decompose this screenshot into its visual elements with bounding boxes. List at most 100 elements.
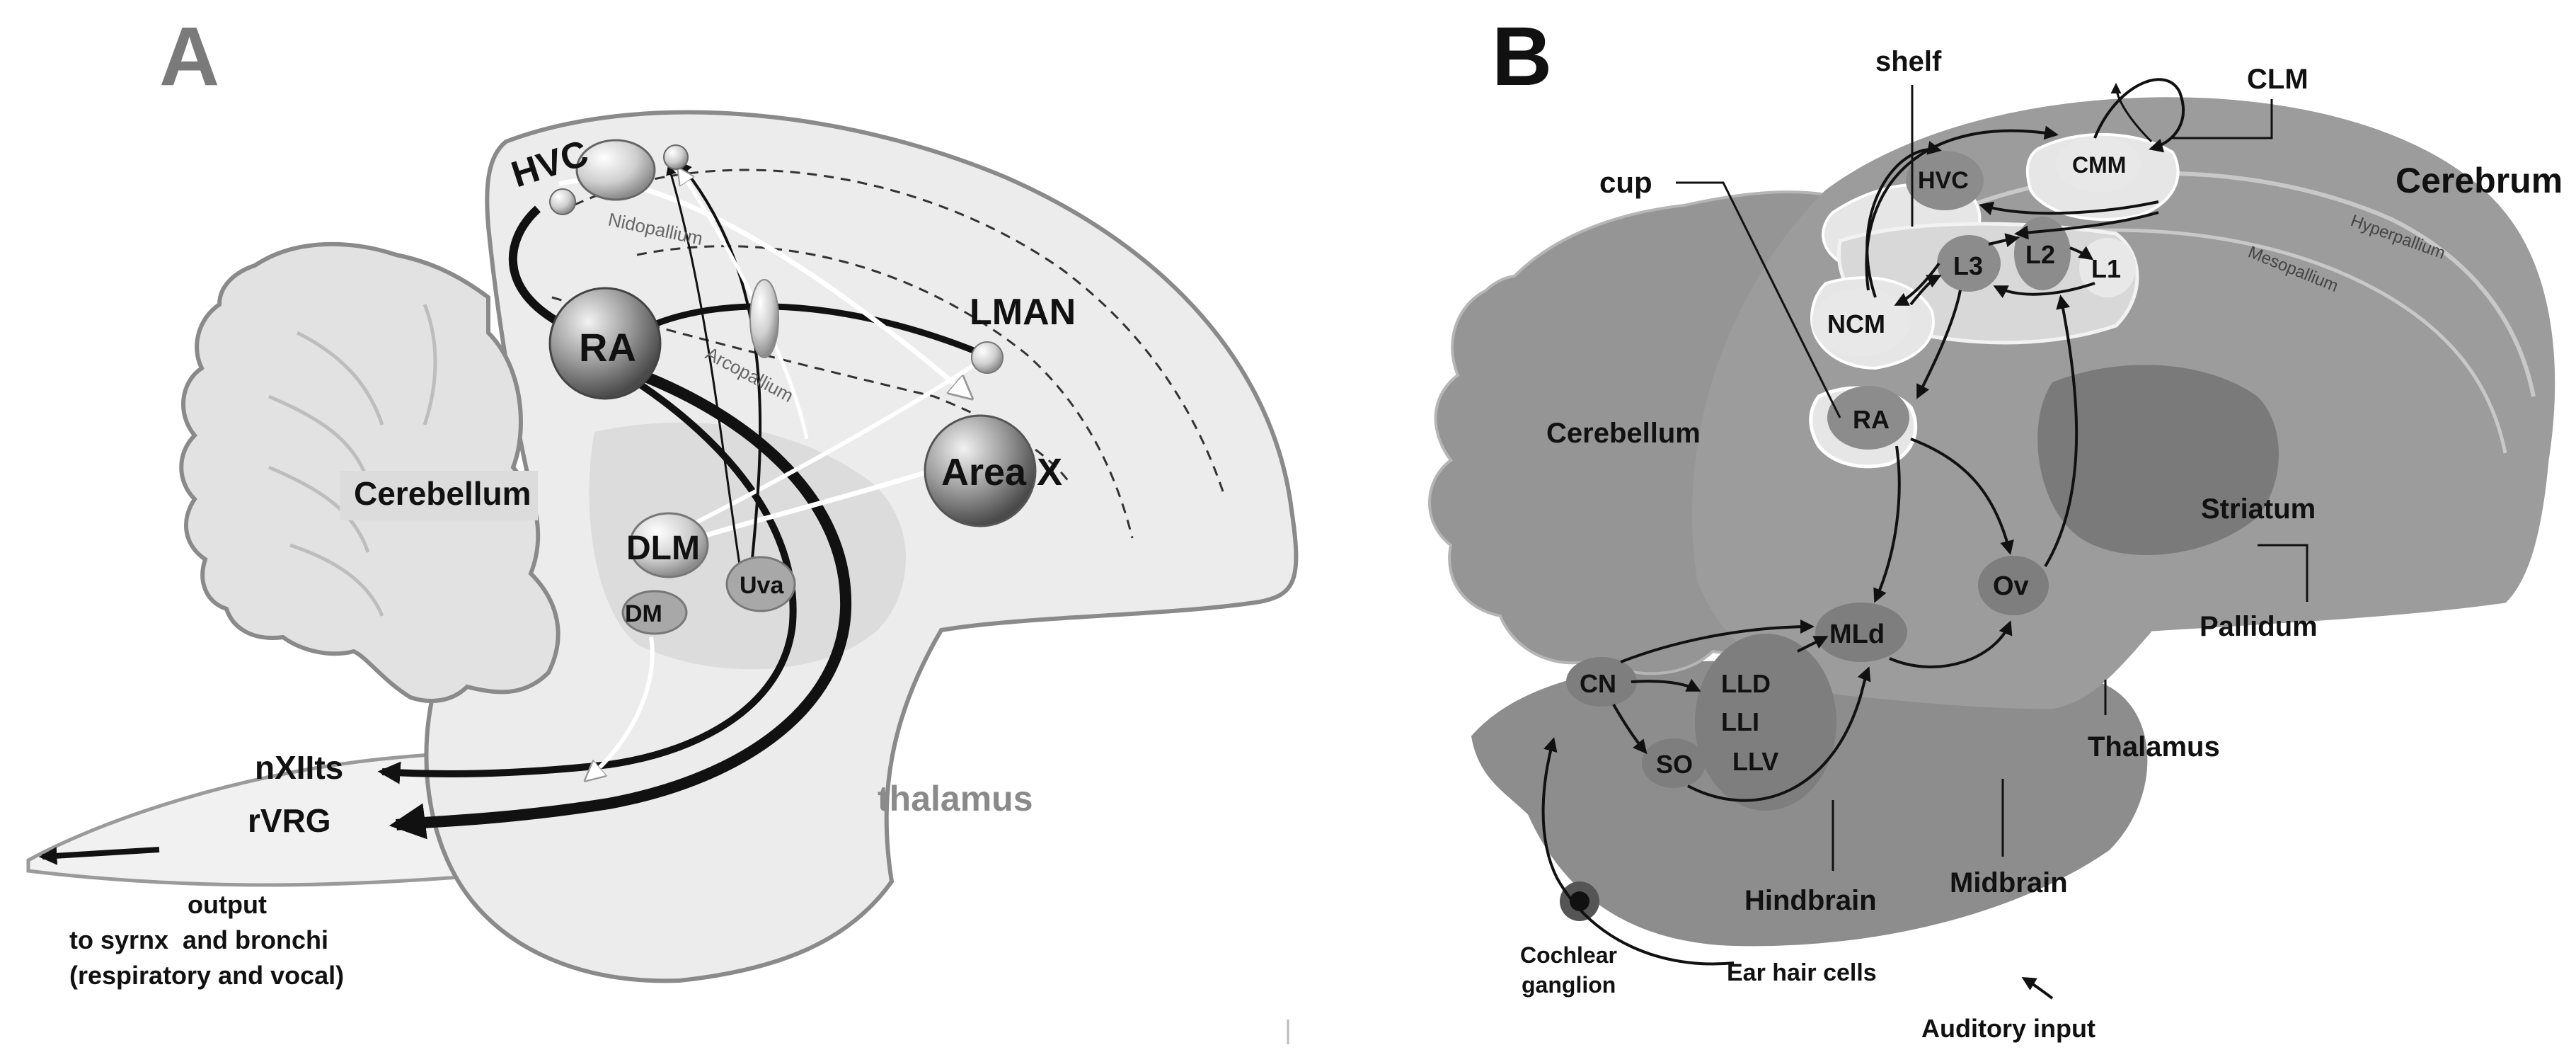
panel-a-lamina-2 bbox=[636, 245, 1134, 539]
cmm-to-clm-arrow bbox=[2110, 83, 2153, 143]
panel-a-cerebellum-label: Cerebellum bbox=[354, 475, 531, 512]
mld-nucleus bbox=[1815, 603, 1907, 662]
cn-to-so-arrow bbox=[1612, 704, 1648, 755]
ncm-label: NCM bbox=[1827, 309, 1885, 338]
clm-label: CLM bbox=[2247, 64, 2308, 95]
area-x-nucleus bbox=[924, 414, 1037, 527]
output-arrow bbox=[38, 847, 160, 865]
dlm-to-lman-arrow bbox=[664, 354, 991, 540]
cochlear-ganglion-line-1: Cochlear bbox=[1520, 942, 1617, 968]
dm-nucleus bbox=[621, 590, 688, 635]
ra-label-b: RA bbox=[1853, 405, 1890, 434]
panel-a-cerebellum-folia bbox=[268, 304, 437, 617]
l2-label: L2 bbox=[2025, 240, 2055, 269]
panel-b-cerebellum-label: Cerebellum bbox=[1546, 418, 1701, 449]
ov-label: Ov bbox=[1993, 571, 2029, 601]
uva-label: Uva bbox=[740, 572, 784, 599]
hindbrain-label: Hindbrain bbox=[1744, 885, 1877, 916]
lman-nucleus bbox=[971, 341, 1004, 374]
ra-nucleus bbox=[548, 287, 662, 400]
cmm-to-field-l-arrow bbox=[2014, 211, 2159, 240]
clm-leader bbox=[2173, 99, 2273, 139]
l3-nucleus bbox=[1937, 235, 2001, 292]
pallidum-label: Pallidum bbox=[2200, 611, 2318, 642]
lman-to-ra-arrow bbox=[626, 303, 992, 361]
striatum-label: Striatum bbox=[2201, 493, 2316, 525]
ra-nucleus-b bbox=[1827, 386, 1909, 450]
ll-to-mld-arrow bbox=[1797, 636, 1829, 653]
clm-cmm-loop-arrow bbox=[2093, 78, 2185, 153]
cn-to-ll-arrow bbox=[1631, 678, 1701, 692]
cerebellum-label-plate bbox=[340, 471, 538, 520]
ra-label: RA bbox=[579, 325, 636, 370]
lld-label: LLD bbox=[1721, 669, 1771, 698]
dm-label: DM bbox=[625, 600, 662, 627]
uva-to-nidopallium-arrow bbox=[666, 164, 744, 588]
ov-to-l2-arrow bbox=[2044, 295, 2078, 568]
shelf-label: shelf bbox=[1875, 46, 1942, 77]
l3-to-ra-arrow bbox=[1916, 290, 1962, 399]
panel-b-letter: B bbox=[1492, 10, 1552, 103]
panel-b: B shelf CLM cup Cerebrum Hyperpallium Me… bbox=[1428, 10, 2563, 1043]
l3-label: L3 bbox=[1953, 251, 1983, 280]
uva-to-hvc-arrow bbox=[677, 160, 762, 581]
cmm-to-hvc-arrow bbox=[1979, 200, 2159, 216]
cn-nucleus bbox=[1566, 657, 1637, 707]
cmm-nucleus bbox=[2056, 136, 2141, 193]
ov-nucleus bbox=[1978, 556, 2049, 615]
ll-nucleus bbox=[1695, 634, 1836, 811]
ncm-to-hvc-arrow bbox=[1865, 141, 1942, 298]
cn-label: CN bbox=[1580, 669, 1616, 698]
ncm-to-cmm-arrow bbox=[1865, 125, 2059, 291]
cmm-label: CMM bbox=[2072, 152, 2126, 178]
pallidum-leader bbox=[2258, 544, 2308, 602]
hvc-to-ra-arrow bbox=[508, 205, 586, 337]
output-line-2: to syrnx and bronchi bbox=[69, 925, 328, 954]
lman-label: LMAN bbox=[970, 292, 1076, 333]
ra-to-rvrg-arrow bbox=[389, 362, 852, 840]
l2-to-l1-arrow bbox=[2069, 246, 2094, 261]
striatum-region bbox=[2037, 365, 2279, 555]
llv-label: LLV bbox=[1732, 747, 1778, 776]
midbrain-label: Midbrain bbox=[1950, 867, 2068, 898]
mld-to-ov-arrow bbox=[1889, 620, 2013, 668]
output-line-1: output bbox=[188, 890, 267, 919]
so-to-mld-arrow bbox=[1687, 666, 1871, 802]
ra-to-mld-arrow bbox=[1873, 445, 1901, 603]
l1-label: L1 bbox=[2091, 254, 2121, 283]
rvrg-label: rVRG bbox=[248, 802, 331, 839]
hvc-nucleus-b bbox=[1906, 151, 1984, 210]
ncm-to-l3-arrow bbox=[1909, 275, 1942, 306]
hair-cells-to-cn-arrow bbox=[1541, 737, 1735, 966]
auditory-input-label: Auditory input bbox=[1921, 1014, 2095, 1043]
panel-a: A HVC Nidopallium Arcopallium RA LMAN Ar… bbox=[26, 10, 1299, 990]
panel-b-thalamus-label: Thalamus bbox=[2088, 731, 2220, 763]
mld-label: MLd bbox=[1829, 620, 1885, 649]
cup-label: cup bbox=[1599, 166, 1652, 199]
hvc-nucleus bbox=[575, 139, 656, 201]
dlm-label: DLM bbox=[626, 530, 700, 567]
so-nucleus bbox=[1642, 738, 1706, 788]
hvc-subnucleus-1 bbox=[549, 188, 576, 215]
area-x-label: Area X bbox=[941, 451, 1062, 493]
cochlear-ganglion-line-2: ganglion bbox=[1522, 972, 1616, 998]
cup-leader bbox=[1676, 181, 1841, 418]
nxiits-label: nXIIts bbox=[255, 749, 343, 786]
ra-to-ov-arrow bbox=[1910, 438, 2014, 555]
cochlear-ganglion-core bbox=[1570, 891, 1589, 911]
dm-descending-arrow bbox=[587, 636, 655, 779]
l3-to-ncm-arrow bbox=[1894, 262, 1940, 306]
auditory-input-arrow bbox=[2021, 976, 2054, 1000]
ncm-nucleus bbox=[1812, 288, 1911, 356]
arcopallium-shelf bbox=[749, 279, 779, 358]
hvc-subnucleus-2 bbox=[663, 144, 689, 170]
hvc-label-b: HVC bbox=[1918, 167, 1969, 194]
output-line-3: (respiratory and vocal) bbox=[69, 961, 344, 990]
l1-to-l3-arrow bbox=[1993, 282, 2095, 299]
dlm-nucleus bbox=[628, 512, 709, 578]
uva-nucleus bbox=[725, 556, 796, 612]
lli-label: LLI bbox=[1721, 707, 1759, 736]
panel-a-thalamus-label: thalamus bbox=[878, 779, 1033, 818]
